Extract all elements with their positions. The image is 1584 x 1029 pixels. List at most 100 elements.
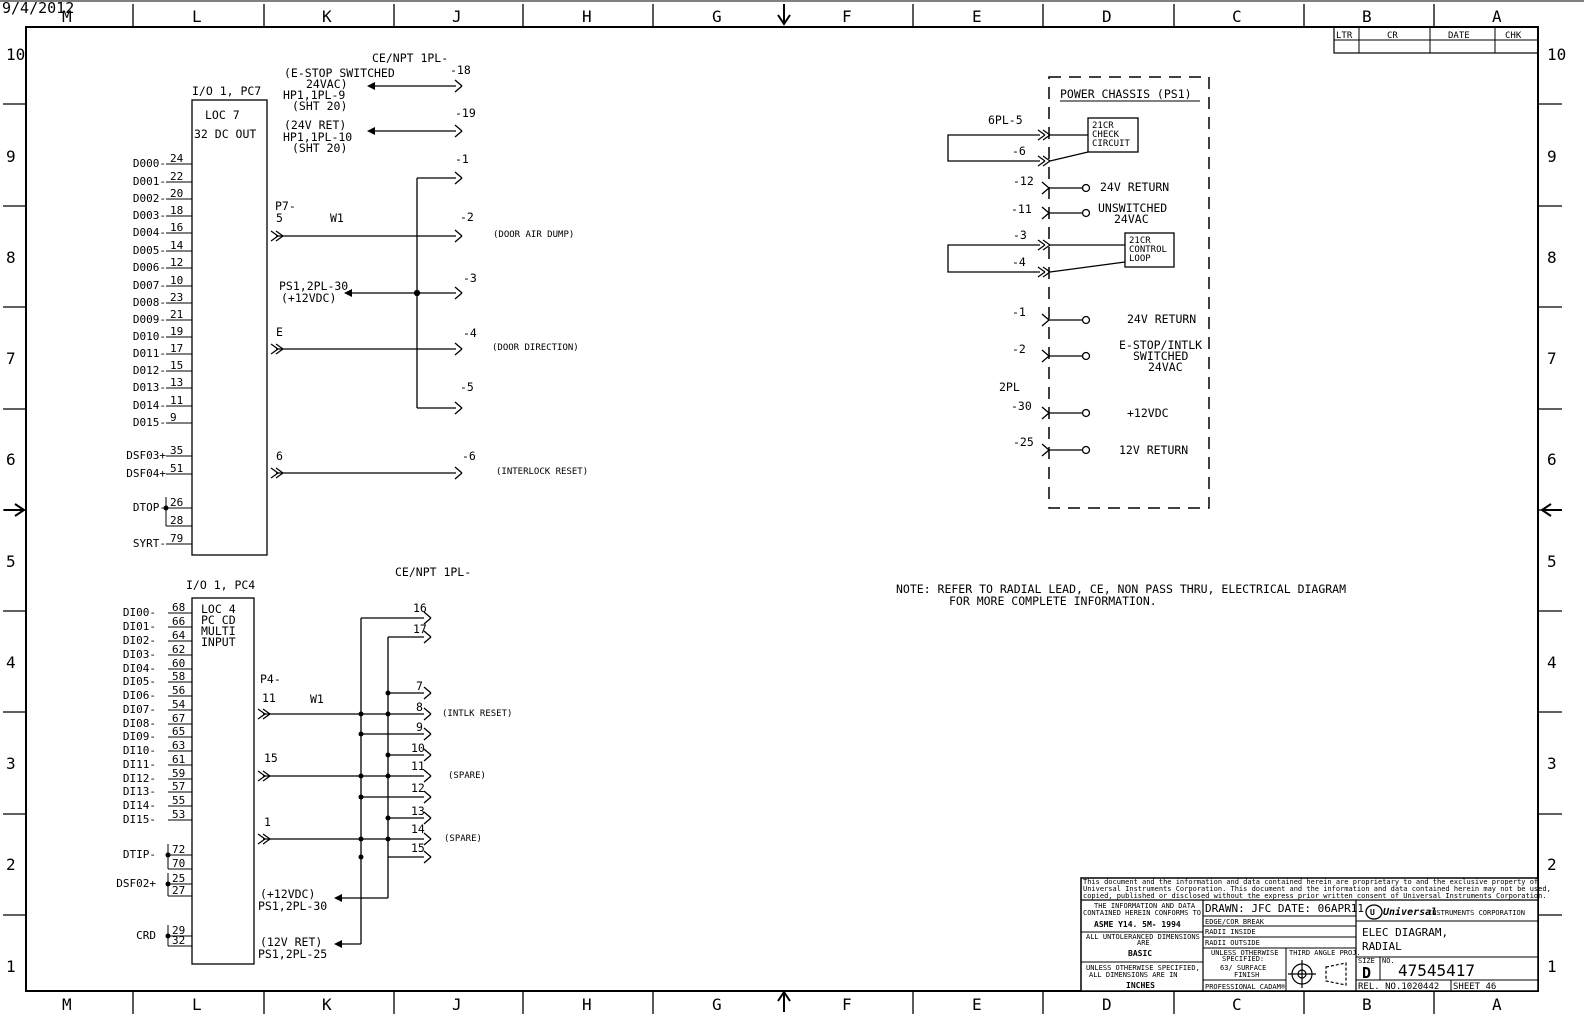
pin-number: 11 [170, 394, 183, 407]
signal-name: D012- [133, 364, 166, 377]
zone-row-left: 4 [6, 653, 16, 672]
bpin-11: 11 [411, 759, 425, 773]
pl6-pin-1: -1 [1012, 305, 1026, 319]
bpin-17: 17 [413, 622, 427, 636]
signal-name: DI04- [123, 662, 156, 675]
zone-col-bottom: L [192, 995, 202, 1014]
pin-number: 10 [170, 274, 183, 287]
zone-col-top: K [322, 7, 332, 26]
pin-number: 68 [172, 601, 185, 614]
pin-number: 62 [172, 643, 185, 656]
proprietary-2: Universal Instruments Corporation. This … [1083, 885, 1551, 893]
door-direction: (DOOR DIRECTION) [492, 343, 579, 353]
zone-col-top: D [1102, 7, 1112, 26]
radii-inside: RADII INSIDE [1205, 928, 1256, 936]
company-logo: U Universal [1365, 904, 1437, 920]
radii-outside: RADII OUTSIDE [1205, 939, 1260, 947]
label-estop-2: SWITCHED [1133, 349, 1188, 363]
untol-2: ARE [1137, 939, 1150, 947]
signal-name: DI11- [123, 758, 156, 771]
pl6-pin-3: -3 [1013, 228, 1027, 242]
ps1-ref-12v-pin: PS1,2PL-30 [258, 899, 327, 913]
basic: BASIC [1128, 949, 1152, 958]
check-circuit-2: CHECK [1092, 130, 1120, 140]
sheet-no: SHEET 46 [1453, 982, 1496, 992]
pin-number: 66 [172, 615, 185, 628]
intlk-reset: (INTLK RESET) [442, 709, 512, 719]
zone-row-right: 4 [1547, 653, 1557, 672]
pin-number: 16 [170, 221, 183, 234]
pin-number: 9 [170, 411, 177, 424]
zone-col-top: F [842, 7, 852, 26]
label-unswitched-1: UNSWITCHED [1098, 201, 1167, 215]
ps1-ref-12vret-pin: PS1,2PL-25 [258, 947, 327, 961]
rev-date: DATE [1448, 31, 1470, 41]
bottom-io-module: I/O 1, PC4 LOC 4 PC CD MULTI INPUT DI00-… [116, 578, 255, 965]
bpin-8: 8 [416, 700, 423, 714]
pl2-pin-25: -25 [1013, 435, 1034, 449]
pin-number: 79 [170, 532, 183, 545]
zone-row-right: 3 [1547, 754, 1557, 773]
third-angle: THIRD ANGLE PROJ. [1289, 949, 1361, 957]
estop-note-1: (E-STOP SWITCHED [284, 66, 395, 80]
ps1-ref-volt: (+12VDC) [281, 291, 336, 305]
pl6-pin-11: -11 [1011, 202, 1032, 216]
zone-col-bottom: J [452, 995, 462, 1014]
bottom-module-line1: LOC 4 [201, 602, 236, 616]
power-chassis: POWER CHASSIS (PS1) 6PL-5 21CR CHECK CIR… [947, 76, 1210, 509]
zone-row-right: 6 [1547, 450, 1557, 469]
center-arrow-icon [777, 4, 791, 26]
pin-number: 35 [170, 444, 183, 457]
zone-col-bottom: D [1102, 995, 1112, 1014]
zone-col-bottom: K [322, 995, 332, 1014]
pin-number: 25 [172, 872, 185, 885]
door-air-dump: (DOOR AIR DUMP) [493, 230, 574, 240]
pl6-pin-2: -2 [1012, 342, 1026, 356]
signal-name: DI13- [123, 785, 156, 798]
signal-name: D001- [133, 175, 166, 188]
ps1-ref-12vret: (12V RET) [260, 935, 322, 949]
estop-note-2: 24VAC) [306, 77, 348, 91]
rev-cr: CR [1387, 31, 1398, 41]
signal-name: DTOP- [133, 501, 166, 514]
pin-2: -2 [460, 210, 474, 224]
pin-number: 22 [170, 170, 183, 183]
zone-row-right: 8 [1547, 248, 1557, 267]
pin-number: 21 [170, 308, 183, 321]
revision-block: LTR CR DATE CHK [1333, 26, 1539, 54]
control-loop-3: LOOP [1129, 254, 1151, 264]
pin-number: 17 [170, 342, 183, 355]
title-line-1: ELEC DIAGRAM, [1362, 926, 1448, 939]
cadam: PROFESSIONAL CADAM® [1205, 983, 1286, 991]
pin-number: 19 [170, 325, 183, 338]
zone-row-left: 1 [6, 957, 16, 976]
svg-text:U: U [1370, 908, 1375, 917]
pin-1: -1 [455, 152, 469, 166]
check-circuit-1: 21CR [1092, 121, 1114, 131]
signal-name: DI06- [123, 689, 156, 702]
zone-row-left: 8 [6, 248, 16, 267]
zone-row-left: 7 [6, 349, 16, 368]
bottom-wiring-receptacles [257, 611, 432, 864]
zone-col-top: G [712, 7, 722, 26]
bottom-wiring [263, 617, 424, 948]
unless2-2: SPECIFIED: [1222, 955, 1264, 963]
surface-1: 63/ SURFACE [1220, 964, 1266, 972]
signal-name: D015- [133, 416, 166, 429]
label-estop-3: 24VAC [1148, 360, 1183, 374]
pin-number: 14 [170, 239, 184, 252]
pin-number: 13 [170, 376, 183, 389]
junction-dot [163, 505, 169, 511]
center-arrow-icon [777, 990, 791, 1012]
bpin-15: 15 [411, 841, 425, 855]
signal-name: CRD [136, 929, 156, 942]
zone-col-top: E [972, 7, 982, 26]
zone-col-bottom: G [712, 995, 722, 1014]
pin-number: 32 [172, 934, 185, 947]
inches: INCHES [1126, 981, 1155, 990]
pin-number: 28 [170, 514, 183, 527]
bottom-module-header: I/O 1, PC4 [186, 578, 255, 592]
company-rest: INSTRUMENTS CORPORATION [1428, 909, 1525, 917]
ret-note-3: (SHT 20) [292, 141, 347, 155]
